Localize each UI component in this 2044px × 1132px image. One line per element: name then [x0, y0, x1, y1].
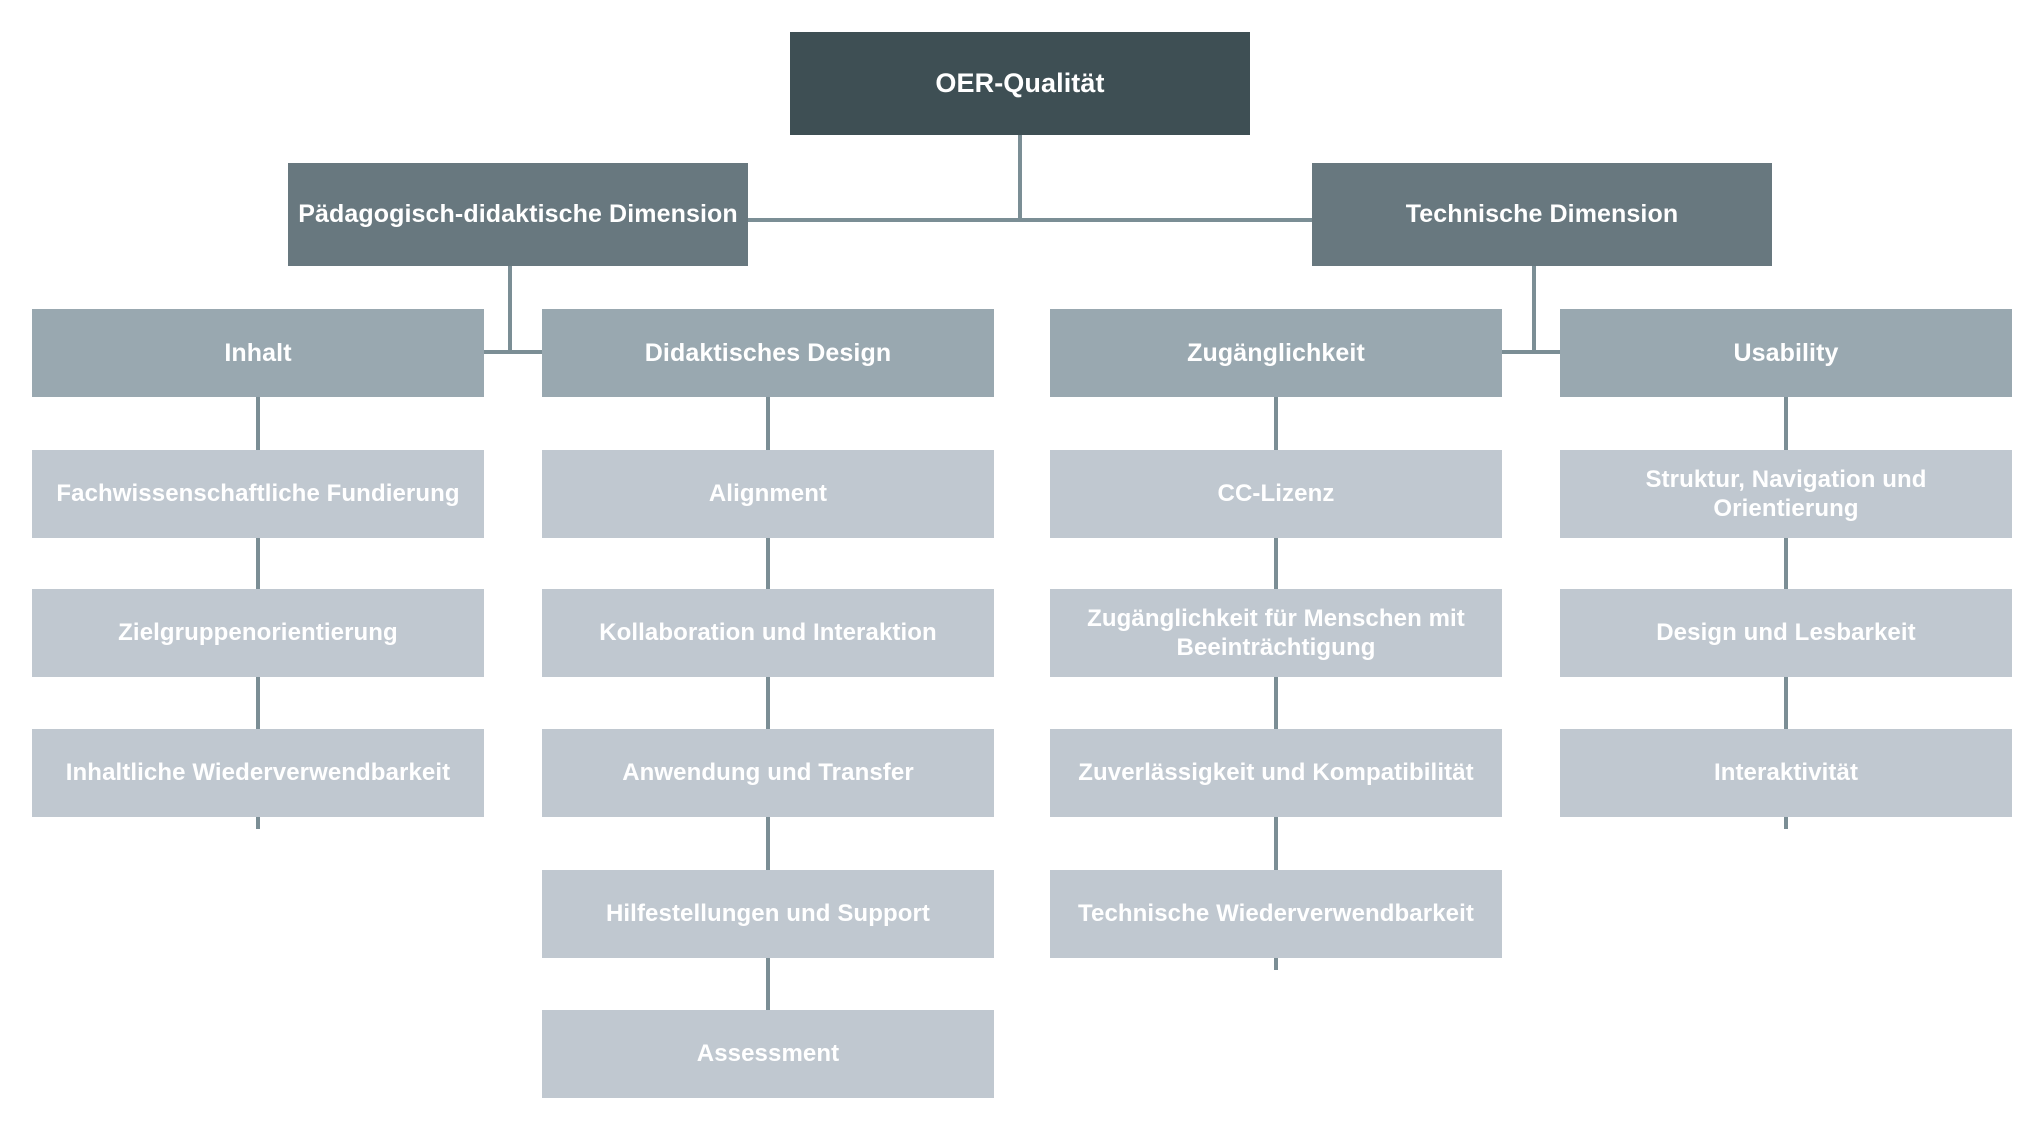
node-label: Fachwissenschaftliche Fundierung [56, 480, 460, 508]
node-label: Inhalt [224, 338, 292, 367]
connector-pedagogic-stem [508, 200, 512, 352]
node-zugaenglichkeit-fuer-menschen-mit-beeintraechtigung[interactable]: Zugänglichkeit für Menschen mit Beeinträ… [1050, 589, 1502, 677]
node-label: Didaktisches Design [644, 338, 892, 367]
node-kollaboration-und-interaktion[interactable]: Kollaboration und Interaktion [542, 589, 994, 677]
node-label: Anwendung und Transfer [622, 759, 914, 787]
connector-column-usability [1784, 309, 1788, 829]
connector-technical-stem [1532, 200, 1536, 352]
node-usability[interactable]: Usability [1560, 309, 2012, 397]
node-label: Design und Lesbarkeit [1656, 619, 1916, 647]
node-label: Assessment [696, 1040, 840, 1068]
node-label: OER-Qualität [935, 68, 1105, 99]
node-anwendung-und-transfer[interactable]: Anwendung und Transfer [542, 729, 994, 817]
node-zielgruppenorientierung[interactable]: Zielgruppenorientierung [32, 589, 484, 677]
connector-dimension-bus [508, 218, 1552, 222]
node-paedagogisch-didaktische-dimension[interactable]: Pädagogisch-didaktische Dimension [288, 163, 748, 266]
node-oer-qualitaet[interactable]: OER-Qualität [790, 32, 1250, 135]
node-zuverlaessigkeit-und-kompatibilitaet[interactable]: Zuverlässigkeit und Kompatibilität [1050, 729, 1502, 817]
node-technische-wiederverwendbarkeit[interactable]: Technische Wiederverwendbarkeit [1050, 870, 1502, 958]
node-label: Zuverlässigkeit und Kompatibilität [1078, 759, 1474, 787]
node-label: Kollaboration und Interaktion [599, 619, 937, 647]
node-assessment[interactable]: Assessment [542, 1010, 994, 1098]
node-zugaenglichkeit[interactable]: Zugänglichkeit [1050, 309, 1502, 397]
connector-column-inhalt [256, 309, 260, 829]
node-technische-dimension[interactable]: Technische Dimension [1312, 163, 1772, 266]
node-label: Zielgruppenorientierung [118, 619, 398, 647]
node-label: Zugänglichkeit [1187, 338, 1365, 367]
connector-pedagogic-category-bus [258, 350, 768, 354]
node-design-und-lesbarkeit[interactable]: Design und Lesbarkeit [1560, 589, 2012, 677]
node-label: Hilfestellungen und Support [605, 900, 931, 928]
node-hilfestellungen-und-support[interactable]: Hilfestellungen und Support [542, 870, 994, 958]
node-didaktisches-design[interactable]: Didaktisches Design [542, 309, 994, 397]
node-label: Alignment [708, 480, 828, 508]
node-inhalt[interactable]: Inhalt [32, 309, 484, 397]
node-cc-lizenz[interactable]: CC-Lizenz [1050, 450, 1502, 538]
connector-technical-category-bus [1284, 350, 1794, 354]
node-fachwissenschaftliche-fundierung[interactable]: Fachwissenschaftliche Fundierung [32, 450, 484, 538]
node-label: Inhaltliche Wiederverwendbarkeit [65, 759, 451, 787]
node-alignment[interactable]: Alignment [542, 450, 994, 538]
node-label: Technische Dimension [1405, 200, 1679, 229]
node-label: Zugänglichkeit für Menschen mit Beeinträ… [1087, 604, 1465, 661]
node-label: Pädagogisch-didaktische Dimension [298, 200, 738, 229]
node-label: Interaktivität [1713, 759, 1859, 787]
connector-column-didaktisches-design [766, 309, 770, 1073]
node-inhaltliche-wiederverwendbarkeit[interactable]: Inhaltliche Wiederverwendbarkeit [32, 729, 484, 817]
node-label: Struktur, Navigation und Orientierung [1645, 465, 1927, 522]
node-struktur-navigation-und-orientierung[interactable]: Struktur, Navigation und Orientierung [1560, 450, 2012, 538]
node-interaktivitaet[interactable]: Interaktivität [1560, 729, 2012, 817]
node-label: Usability [1733, 338, 1839, 367]
connector-root-stem [1018, 135, 1022, 220]
node-label: Technische Wiederverwendbarkeit [1078, 900, 1474, 928]
node-label: CC-Lizenz [1217, 480, 1335, 508]
